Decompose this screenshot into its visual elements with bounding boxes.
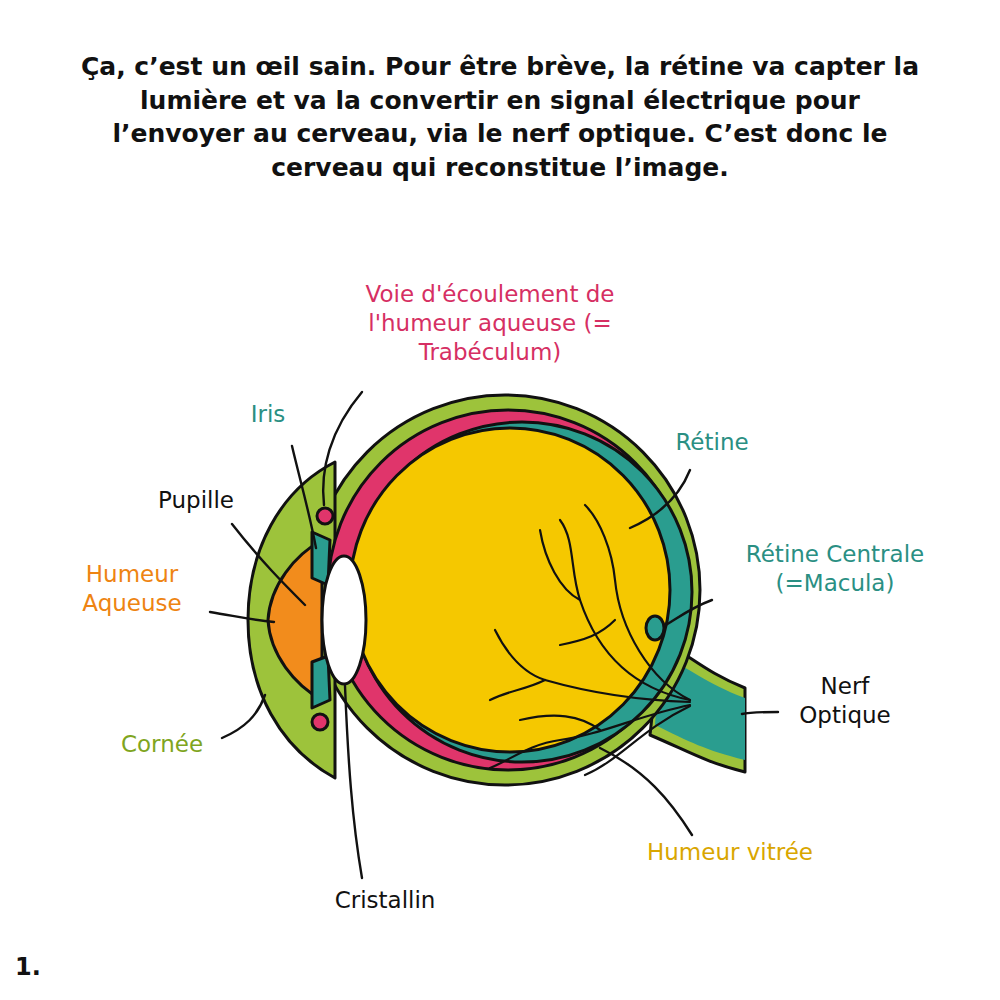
lens	[322, 556, 366, 684]
part-label: Cornée	[97, 730, 227, 759]
part-label: Humeur Aqueuse	[57, 560, 207, 618]
vitreous-humour	[350, 428, 670, 752]
macula	[646, 616, 664, 640]
part-label: Nerf Optique	[780, 672, 910, 730]
part-label: Pupille	[131, 486, 261, 515]
panel-number: 1.	[15, 952, 65, 982]
part-label: Humeur vitrée	[610, 838, 850, 867]
intro-text: Ça, c’est un œil sain. Pour être brève, …	[70, 50, 930, 184]
trabeculum-upper	[317, 508, 333, 524]
part-label: Voie d'écoulement de l'humeur aqueuse (=…	[340, 280, 640, 366]
part-label: Iris	[223, 400, 313, 429]
part-label: Rétine Centrale (=Macula)	[695, 540, 975, 598]
trabeculum-lower	[312, 714, 328, 730]
part-label: Cristallin	[305, 886, 465, 915]
part-label: Rétine	[647, 428, 777, 457]
sclera	[310, 395, 700, 785]
leader-lines	[210, 392, 778, 878]
retinal-vessels	[490, 505, 690, 775]
